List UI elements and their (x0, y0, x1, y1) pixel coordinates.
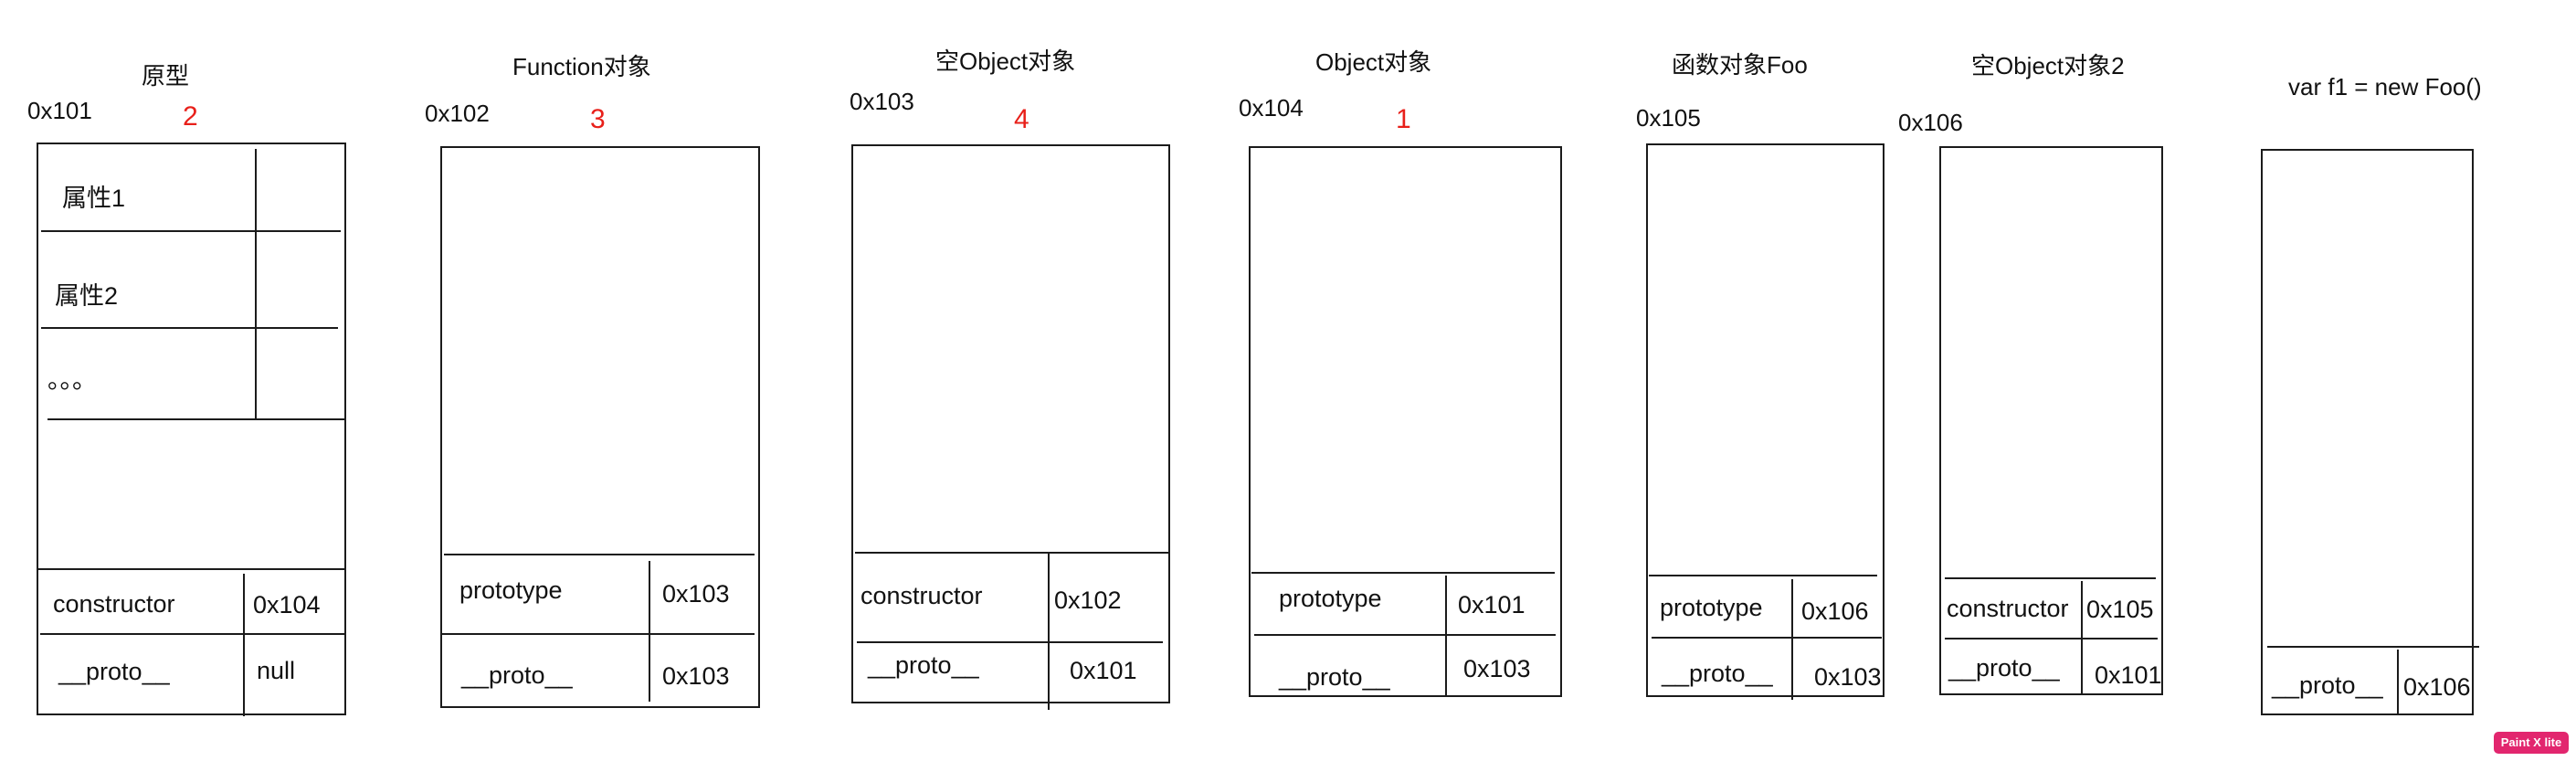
foo-function-box (1646, 143, 1884, 697)
prototype-object-constructor-key: constructor (53, 590, 175, 618)
foo-function-address: 0x105 (1636, 104, 1701, 132)
empty-object-2-cell-divider (2081, 581, 2083, 695)
prototype-object-property-2: 属性2 (55, 282, 119, 310)
function-object-box (440, 146, 760, 708)
paint-x-lite-watermark: Paint X lite (2494, 732, 2569, 754)
prototype-object-box (37, 143, 346, 715)
object-constructor-cell-divider (1445, 576, 1447, 697)
empty-object-2-box (1939, 146, 2163, 695)
foo-function-row-line (1649, 575, 1877, 576)
prototype-object-order-number: 2 (183, 101, 198, 132)
prototype-object-property-ellipsis: 。。。 (48, 366, 97, 394)
empty-object-row-line (857, 641, 1163, 643)
instance-f1-row-line (2267, 646, 2479, 648)
function-object-row-line (442, 633, 755, 635)
object-constructor-row-line (1251, 572, 1555, 574)
function-object-title: Function对象 (512, 53, 651, 80)
function-object-cell-divider (649, 561, 650, 702)
empty-object-box (851, 144, 1170, 703)
prototype-object-prop-divider (255, 149, 257, 418)
empty-object-row-line (855, 552, 1169, 554)
function-object-address: 0x102 (425, 100, 490, 127)
prototype-object-row-line (48, 418, 345, 420)
object-constructor-prototype-key: prototype (1279, 585, 1382, 612)
empty-object-constructor-key: constructor (860, 582, 983, 609)
empty-object-order-number: 4 (1014, 104, 1029, 134)
prototype-object-constructor-value: 0x104 (253, 591, 321, 618)
instance-f1-cell-divider (2397, 650, 2399, 713)
object-constructor-box (1249, 146, 1562, 697)
foo-function-title: 函数对象Foo (1672, 51, 1808, 79)
empty-object-proto-key: __proto__ (868, 651, 979, 679)
empty-object-proto-value: 0x101 (1070, 657, 1137, 684)
empty-object-2-constructor-value: 0x105 (2086, 596, 2154, 623)
prototype-object-row-line (40, 633, 344, 635)
prototype-object-property-1: 属性1 (62, 185, 126, 212)
instance-f1-title: var f1 = new Foo() (2288, 73, 2482, 100)
object-constructor-prototype-value: 0x101 (1458, 591, 1526, 618)
function-object-row-line (444, 554, 755, 555)
instance-f1-proto-value: 0x106 (2403, 673, 2471, 701)
empty-object-constructor-value: 0x102 (1054, 587, 1122, 614)
foo-function-cell-divider (1791, 579, 1793, 700)
empty-object-2-address: 0x106 (1898, 109, 1963, 136)
object-constructor-proto-key: __proto__ (1279, 663, 1390, 691)
empty-object-2-proto-key: __proto__ (1948, 654, 2060, 682)
empty-object-2-title: 空Object对象2 (1971, 52, 2125, 79)
object-constructor-proto-value: 0x103 (1463, 655, 1531, 682)
empty-object-title: 空Object对象 (935, 48, 1076, 75)
empty-object-2-row-line (1945, 577, 2156, 579)
function-object-order-number: 3 (590, 104, 606, 134)
foo-function-prototype-key: prototype (1660, 594, 1763, 621)
function-object-proto-value: 0x103 (662, 662, 730, 690)
instance-f1-box (2261, 149, 2474, 715)
prototype-object-row-line (41, 230, 341, 232)
prototype-object-cell-divider (243, 574, 245, 716)
empty-object-2-row-line (1945, 638, 2158, 639)
instance-f1-proto-key: __proto__ (2272, 671, 2383, 699)
function-object-prototype-value: 0x103 (662, 580, 730, 608)
prototype-object-row-line (38, 568, 344, 570)
object-constructor-address: 0x104 (1239, 94, 1304, 122)
empty-object-address: 0x103 (850, 88, 914, 115)
prototype-object-row-line (41, 327, 338, 329)
prototype-object-title: 原型 (142, 62, 190, 90)
prototype-object-proto-key: __proto__ (58, 658, 170, 685)
foo-function-row-line (1652, 637, 1882, 639)
object-constructor-title: Object对象 (1315, 48, 1432, 76)
empty-object-2-constructor-key: constructor (1947, 595, 2069, 622)
object-constructor-row-line (1254, 634, 1556, 636)
function-object-proto-key: __proto__ (461, 661, 573, 689)
foo-function-proto-key: __proto__ (1662, 660, 1773, 687)
object-constructor-order-number: 1 (1396, 104, 1411, 134)
empty-object-2-proto-value: 0x101 (2095, 661, 2162, 689)
foo-function-prototype-value: 0x106 (1801, 597, 1869, 625)
function-object-prototype-key: prototype (459, 576, 563, 604)
prototype-object-proto-value: null (257, 657, 296, 684)
foo-function-proto-value: 0x103 (1814, 663, 1882, 691)
empty-object-cell-divider (1048, 553, 1050, 710)
prototype-object-address: 0x101 (27, 97, 92, 124)
